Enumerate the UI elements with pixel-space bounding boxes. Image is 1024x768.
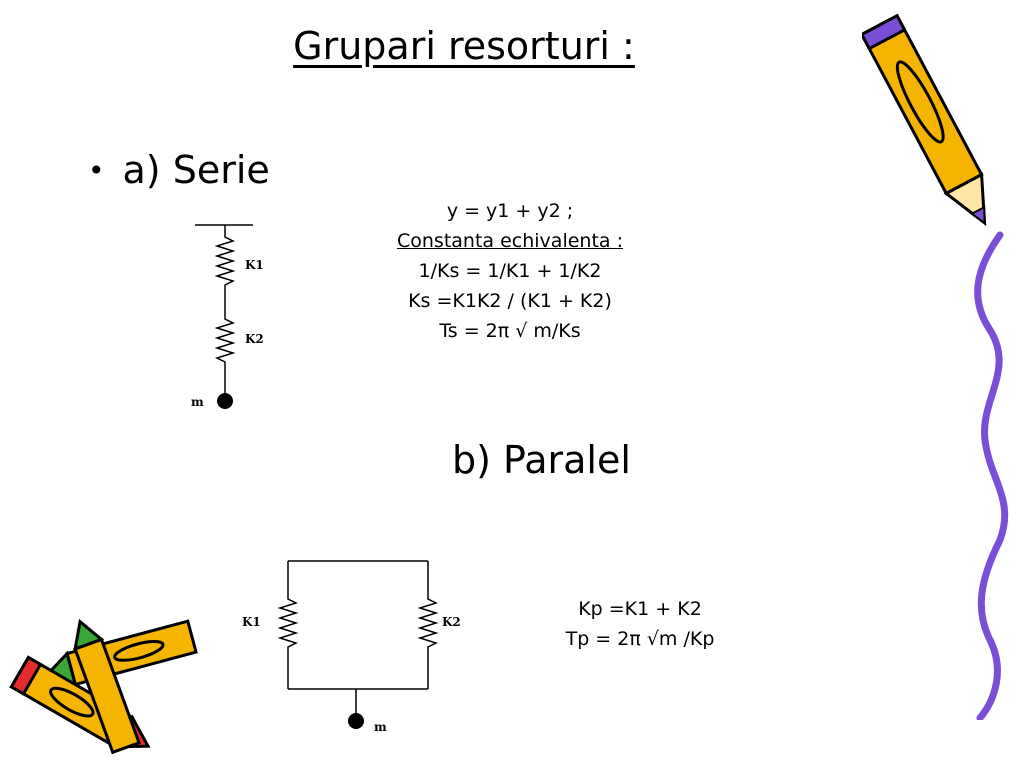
bullet-marker: •	[88, 153, 105, 187]
formula-line: Kp =K1 + K2	[578, 598, 702, 620]
formula-line: Ks =K1K2 / (K1 + K2)	[408, 290, 612, 312]
serie-formulas: y = y1 + y2 ; Constanta echivalenta : 1/…	[360, 196, 660, 346]
parallel-spring-diagram: K1 K2 m	[242, 560, 461, 734]
section-paralel-label: b) Paralel	[452, 438, 631, 482]
squiggle-line	[974, 231, 1009, 720]
paralel-formulas: Kp =K1 + K2 Tp = 2π √m /Kp	[530, 594, 750, 654]
formula-line: Constanta echivalenta :	[397, 230, 623, 252]
label-k1: K1	[245, 258, 264, 272]
formula-line: y = y1 + y2 ;	[446, 200, 574, 222]
label-k2: K2	[442, 615, 461, 629]
series-spring-diagram: K1 K2 m	[191, 224, 264, 409]
slide-title: Grupari resorturi :	[293, 24, 635, 68]
section-serie-label: a) Serie	[122, 148, 270, 192]
formula-line: Tp = 2π √m /Kp	[565, 628, 715, 650]
pencil-icon	[862, 13, 987, 227]
label-k2: K2	[245, 332, 264, 346]
crayon-icon	[9, 618, 198, 755]
label-mass: m	[191, 395, 204, 409]
label-k1: K1	[242, 615, 261, 629]
formula-line: Ts = 2π √ m/Ks	[439, 320, 581, 342]
section-serie-heading: • a) Serie	[88, 148, 270, 192]
mass-icon	[217, 393, 233, 409]
mass-icon	[348, 713, 364, 729]
label-mass: m	[374, 720, 387, 734]
formula-line: 1/Ks = 1/K1 + 1/K2	[418, 260, 602, 282]
